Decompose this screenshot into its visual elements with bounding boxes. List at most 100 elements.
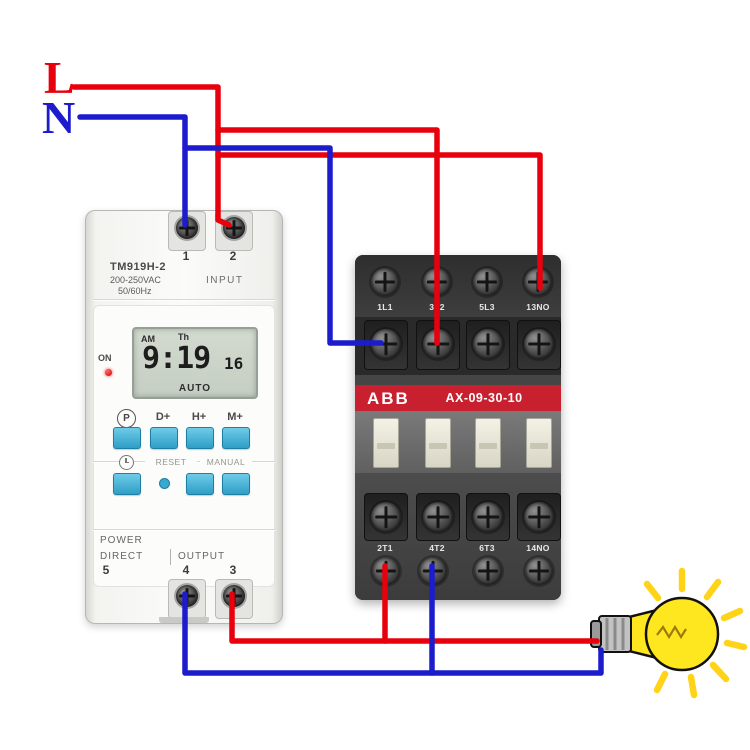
contactor-top-clamps <box>355 317 561 375</box>
lcd-meridiem: AM <box>141 334 155 344</box>
wire-live-timer-output-to-bulb <box>229 591 600 644</box>
terminal-clamp <box>364 493 408 541</box>
timer-button-program <box>113 427 141 449</box>
clock-icon <box>119 455 134 470</box>
timer-button-hour <box>186 427 214 449</box>
contactor-top-deck: 1L1 3L2 5L3 13NO <box>355 255 561 317</box>
terminal-screw <box>371 329 401 359</box>
terminal-clamp <box>416 320 460 370</box>
terminal-screw <box>423 329 453 359</box>
bulb-filament <box>656 624 687 640</box>
terminal-number: 1 <box>182 249 190 263</box>
contactor-contact-indicators <box>355 411 561 473</box>
light-bulb <box>590 567 748 699</box>
timer-lcd: AM Th 9:19 16 AUTO <box>132 327 258 399</box>
terminal-clamp <box>466 493 510 541</box>
contactor-model: AX-09-30-10 <box>445 391 523 405</box>
terminal-clamp <box>517 493 561 541</box>
timer-button-mode <box>222 473 250 495</box>
on-label: ON <box>98 353 112 363</box>
timer-button-manual <box>186 473 214 495</box>
timer-button-day <box>150 427 178 449</box>
terminal-screw <box>473 502 503 532</box>
terminal-label: 6T3 <box>479 543 495 553</box>
terminal-screw <box>371 502 401 532</box>
terminal-clamp <box>466 320 510 370</box>
output-terminal-3 <box>215 579 253 619</box>
groove-line <box>93 299 275 300</box>
terminal-screw <box>372 557 400 585</box>
terminal-label: 3L2 <box>429 302 445 312</box>
minute-plus-label: M+ <box>227 411 243 423</box>
direct-label: DIRECT <box>100 551 144 562</box>
terminal-number: 3 <box>229 563 237 577</box>
recessed-reset-dot <box>159 478 170 489</box>
terminal-screw <box>223 217 245 239</box>
terminal-label: 5L3 <box>479 302 495 312</box>
terminal-screw <box>419 557 447 585</box>
output-terminal-4 <box>168 579 206 619</box>
terminal-label: 14NO <box>526 543 550 553</box>
terminal-screw <box>524 502 554 532</box>
terminal-number: 4 <box>182 563 190 577</box>
power-label: POWER <box>100 535 143 546</box>
contactor-brand-band: ABB AX-09-30-10 <box>355 385 561 411</box>
terminal-screw <box>176 585 198 607</box>
terminal-clamp <box>364 320 408 370</box>
terminal-screw <box>473 329 503 359</box>
program-button-label: P <box>117 409 136 428</box>
timer-model: TM919H-2 <box>110 261 166 273</box>
divider-line <box>170 549 171 565</box>
timer-button-minute <box>222 427 250 449</box>
day-plus-label: D+ <box>155 411 171 423</box>
contact-indicator <box>475 418 501 468</box>
timer-voltage-rating: 200-250VAC <box>110 275 161 285</box>
terminal-screw <box>371 268 399 296</box>
input-terminal-1 <box>168 211 206 251</box>
terminal-screw <box>423 502 453 532</box>
input-terminal-2 <box>215 211 253 251</box>
lcd-seconds: 16 <box>224 354 244 373</box>
terminal-label: 2T1 <box>377 543 393 553</box>
timer-button-reset <box>113 473 141 495</box>
bulb-base-tip <box>590 620 602 648</box>
timer-switch: 1 2 TM919H-2 200-250VAC 50/60Hz INPUT AM… <box>85 210 283 624</box>
contact-indicator <box>373 418 399 468</box>
terminal-screw <box>525 557 553 585</box>
contact-indicator <box>425 418 451 468</box>
input-label: INPUT <box>206 275 244 286</box>
terminal-number: 5 <box>102 563 110 577</box>
terminal-screw <box>473 268 501 296</box>
terminal-clamp <box>517 320 561 370</box>
terminal-screw <box>524 268 552 296</box>
wire-live-supply-to-timer <box>71 84 232 228</box>
contactor: 1L1 3L2 5L3 13NO ABB AX-09-30-10 2T <box>355 255 561 600</box>
terminal-number: 2 <box>229 249 237 263</box>
line-label: L <box>44 52 75 103</box>
contact-indicator <box>526 418 552 468</box>
bulb-rays <box>643 567 748 699</box>
terminal-screw <box>524 329 554 359</box>
lcd-time: 9:19 <box>142 341 211 376</box>
terminal-label: 13NO <box>526 302 550 312</box>
contactor-bottom-deck: 2T1 4T2 6T3 14NO <box>355 473 561 600</box>
hour-plus-label: H+ <box>191 411 207 423</box>
terminal-label: 1L1 <box>377 302 393 312</box>
groove-line <box>93 529 275 530</box>
terminal-screw <box>176 217 198 239</box>
wire-neutral-supply-to-timer <box>77 114 188 228</box>
reset-label: RESET <box>145 457 197 467</box>
terminal-screw <box>423 268 451 296</box>
lcd-mode: AUTO <box>178 383 212 394</box>
terminal-label: 4T2 <box>429 543 445 553</box>
power-led-indicator <box>105 369 112 376</box>
din-rail-tab <box>159 617 209 623</box>
terminal-screw <box>474 557 502 585</box>
terminal-screw <box>223 585 245 607</box>
timer-frequency-rating: 50/60Hz <box>118 286 152 296</box>
brand-logo: ABB <box>367 389 410 408</box>
terminal-clamp <box>416 493 460 541</box>
output-label: OUTPUT <box>178 551 226 562</box>
manual-label: MANUAL <box>200 457 252 467</box>
